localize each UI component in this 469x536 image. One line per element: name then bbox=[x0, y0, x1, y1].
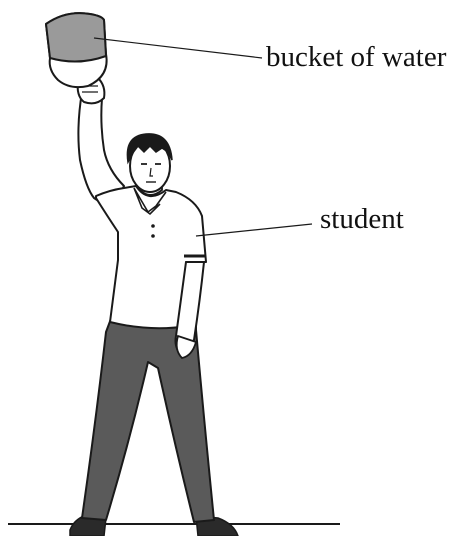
bucket bbox=[46, 13, 107, 87]
bucket-leader-line bbox=[94, 38, 262, 58]
shirt-button bbox=[151, 224, 155, 228]
bucket-water bbox=[46, 13, 106, 61]
student-label: student bbox=[320, 203, 404, 235]
student-leader-line bbox=[196, 224, 312, 236]
shirt-button bbox=[151, 234, 155, 238]
bucket-label: bucket of water bbox=[266, 41, 447, 73]
